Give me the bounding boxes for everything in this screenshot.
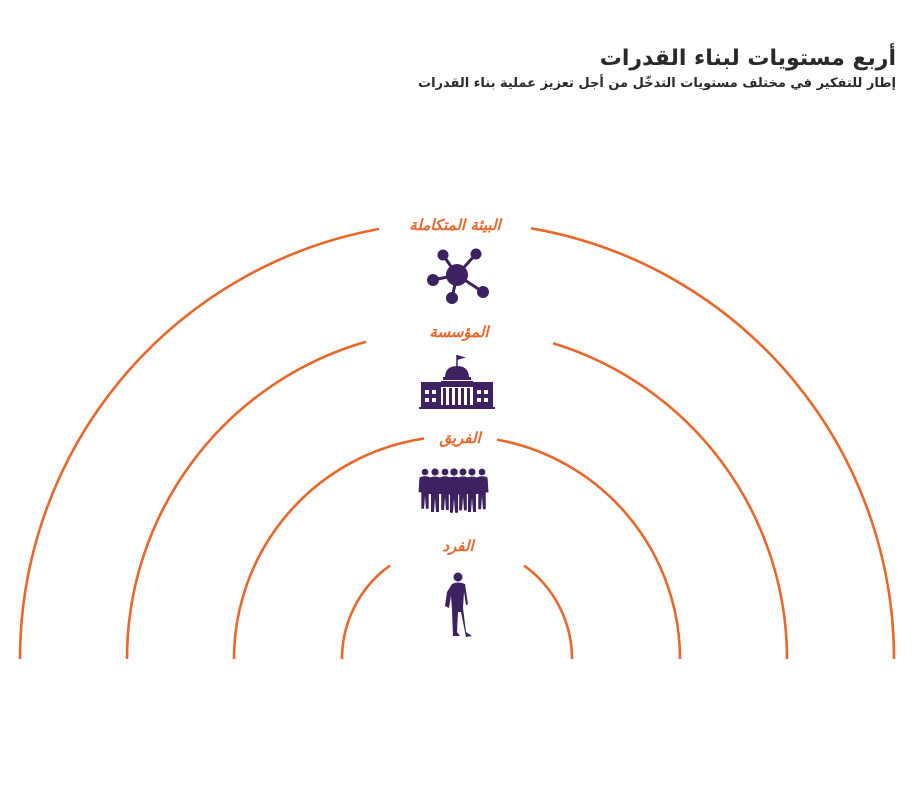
level-label-team: الفريق xyxy=(439,429,482,447)
team-person-silhouette xyxy=(475,468,489,510)
arc-ecosystem-left xyxy=(18,227,380,660)
arc-team-right xyxy=(496,438,682,660)
team-person-silhouette xyxy=(418,468,432,509)
team-people-icon xyxy=(418,468,489,513)
arc-individual-right xyxy=(523,564,574,660)
arc-individual-left xyxy=(340,564,391,660)
arc-organization-right xyxy=(552,342,789,660)
page-subtitle: إطار للتفكير في مختلف مستويات التدخّل من… xyxy=(418,76,896,92)
arc-ecosystem-right xyxy=(530,227,896,660)
arc-organization-left xyxy=(125,340,367,660)
arcs-group xyxy=(18,227,896,660)
level-label-individual: الفرد xyxy=(442,537,475,555)
team-person-silhouette xyxy=(428,468,442,512)
network-icon xyxy=(427,248,489,304)
level-label-organization: المؤسسة xyxy=(429,323,490,341)
arc-team-left xyxy=(232,437,425,660)
page-title: أربع مستويات لبناء القدرات xyxy=(599,46,896,71)
institution-building-icon xyxy=(419,355,495,409)
person-icon xyxy=(445,572,472,637)
level-label-ecosystem: البيئة المتكاملة xyxy=(409,216,502,234)
team-person-silhouette xyxy=(465,468,479,512)
header: أربع مستويات لبناء القدرات إطار للتفكير … xyxy=(418,46,896,92)
